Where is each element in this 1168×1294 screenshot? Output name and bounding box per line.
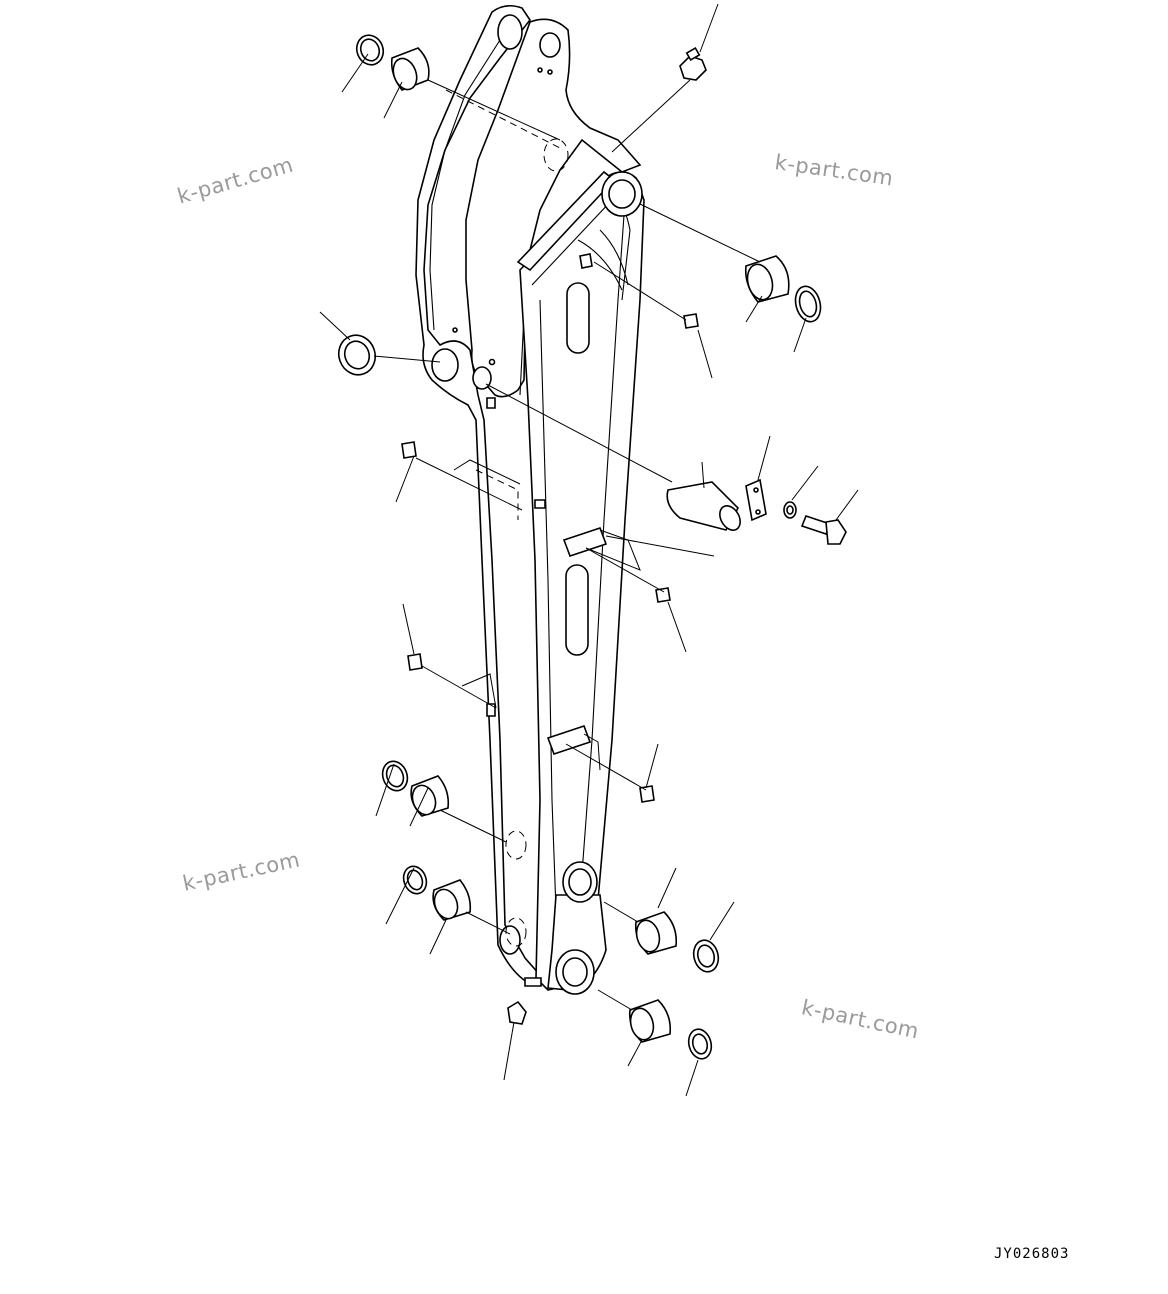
drawing-code: JY026803	[994, 1246, 1070, 1262]
arm-body	[416, 6, 644, 994]
loose-parts	[333, 31, 846, 1061]
leader-lines	[320, 4, 858, 1096]
